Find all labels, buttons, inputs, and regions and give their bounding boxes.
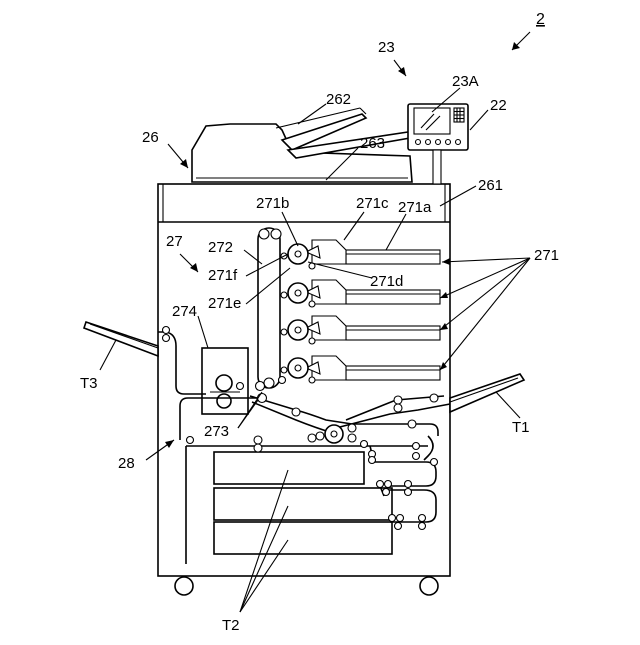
station-4	[306, 356, 440, 380]
label-platen: 263	[360, 135, 385, 152]
label-apparatus: 2	[536, 11, 545, 28]
label-toner: 271	[534, 247, 559, 264]
label-manual-tray: T1	[512, 419, 530, 436]
label-cleaner: 272	[208, 239, 233, 256]
label-fuser: 274	[172, 303, 197, 320]
keypad-grid	[454, 108, 464, 122]
label-out-tray: T3	[80, 375, 98, 392]
label-paper-trays: T2	[222, 617, 240, 634]
label-dev-unit: 271a	[398, 199, 432, 216]
label-panel: 22	[490, 97, 507, 114]
station-1	[306, 240, 440, 264]
label-print-unit: 27	[166, 233, 183, 250]
label-adf: 26	[142, 129, 159, 146]
output-tray-left	[84, 322, 158, 356]
label-scanner: 261	[478, 177, 503, 194]
fuser-unit	[202, 348, 248, 414]
transfer-belt	[258, 228, 281, 388]
label-rollers: 273	[204, 423, 229, 440]
label-unit-d: 271d	[370, 273, 403, 290]
label-charger: 271c	[356, 195, 389, 212]
control-panel	[408, 104, 468, 184]
label-panel-screen: 23A	[452, 73, 479, 90]
label-unit-f: 271f	[208, 267, 238, 284]
caster-wheels	[175, 577, 438, 595]
manual-feed-tray	[450, 374, 524, 412]
label-panel-group: 23	[378, 39, 395, 56]
label-unit-e: 271e	[208, 295, 241, 312]
image-stations	[281, 240, 440, 383]
label-adf-tray: 262	[326, 91, 351, 108]
photo-drums	[288, 244, 308, 378]
label-conveyance: 28	[118, 455, 135, 472]
label-photo-drum: 271b	[256, 195, 289, 212]
paper-trays	[214, 452, 392, 554]
station-3	[306, 316, 440, 340]
